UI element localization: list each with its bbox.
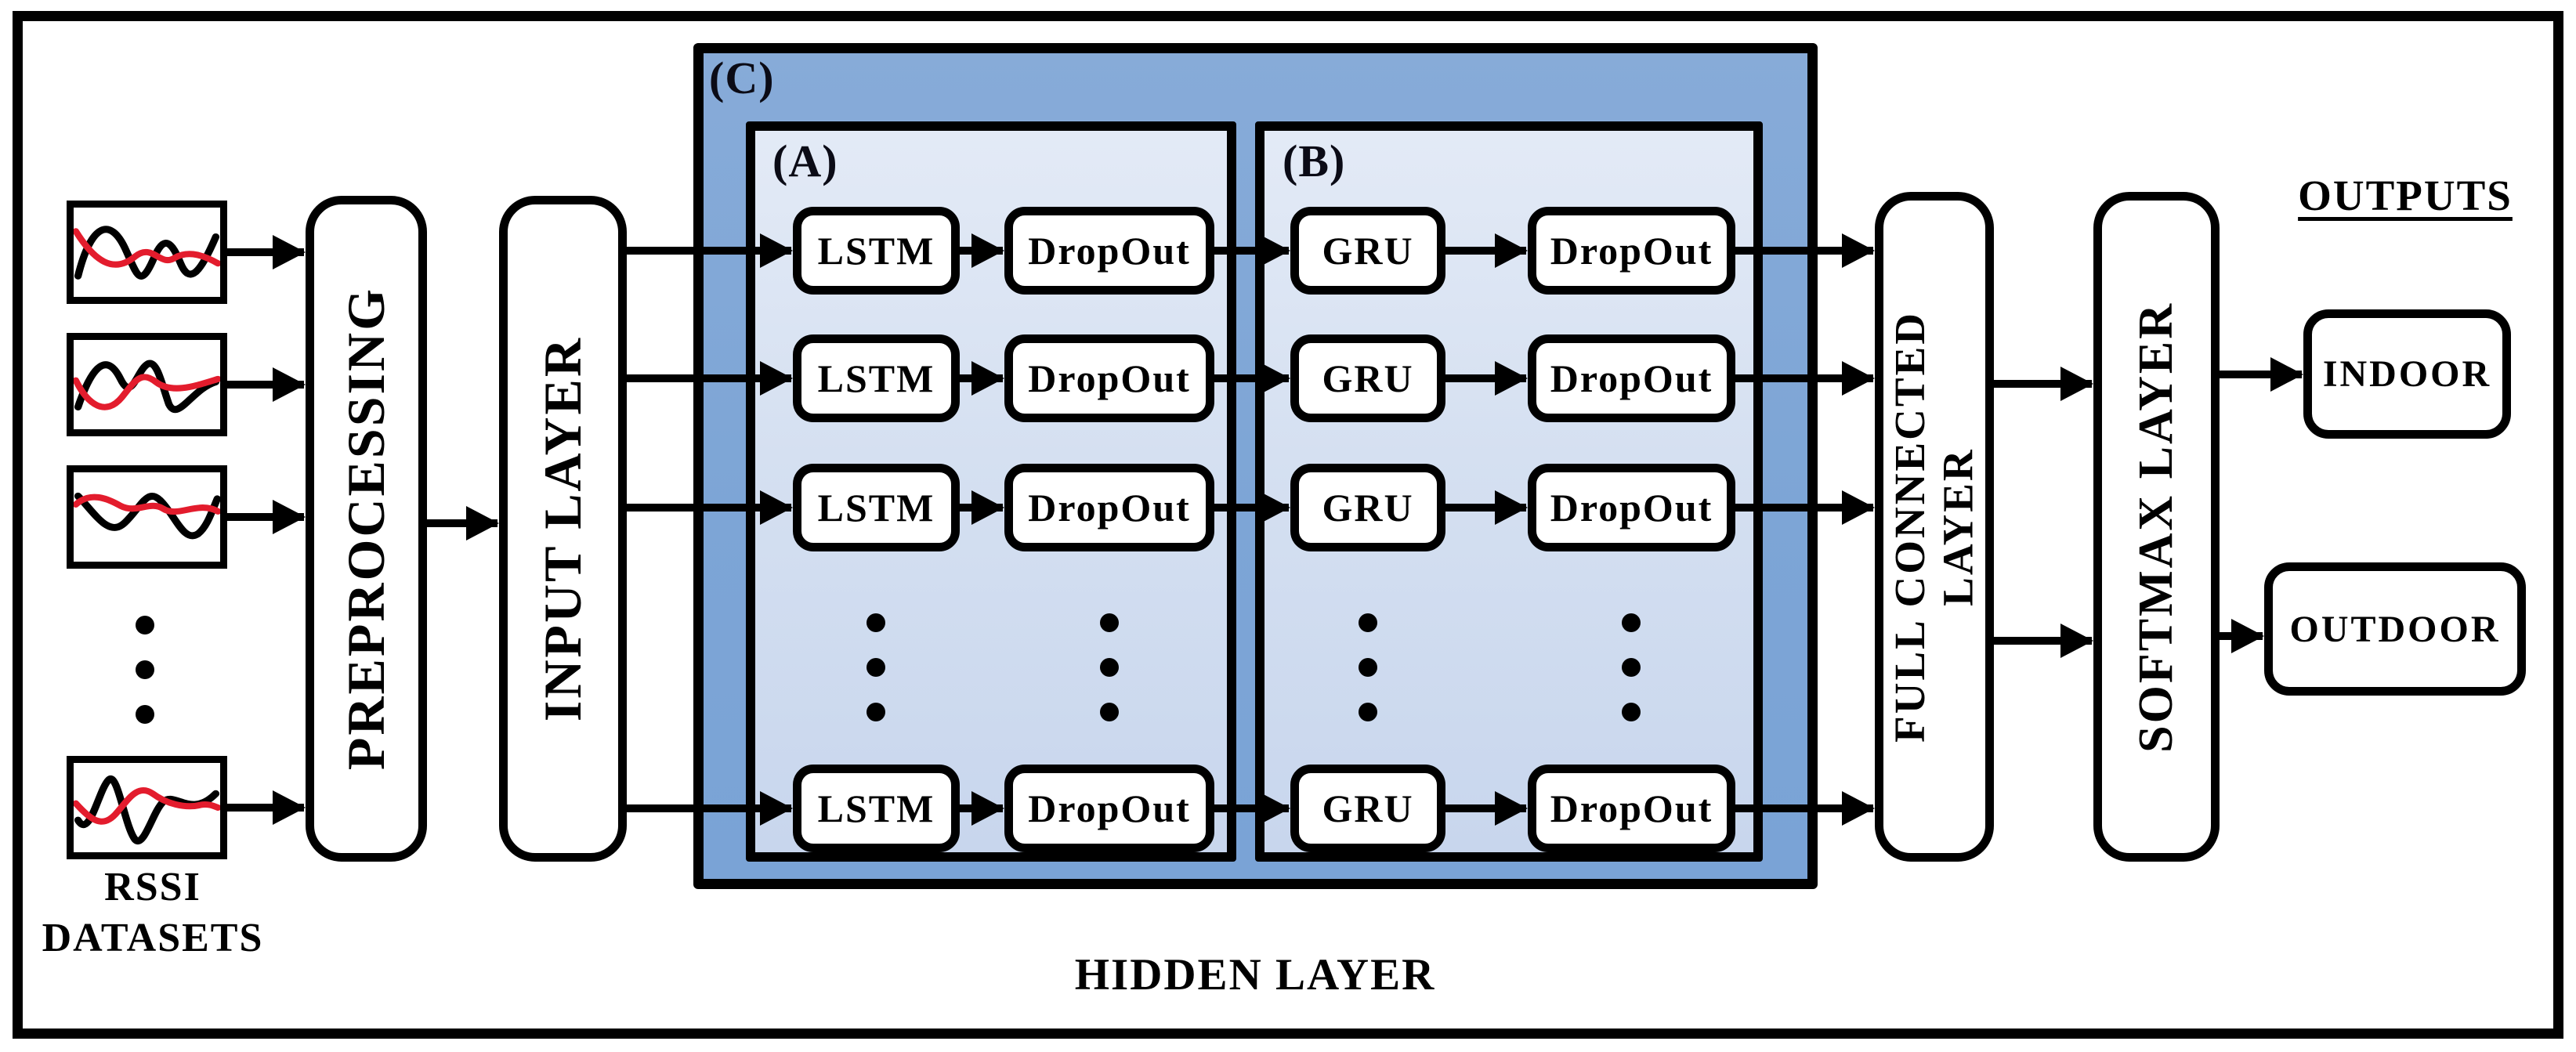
input-layer-box: INPUT LAYER xyxy=(499,196,627,862)
lstm-box: LSTM xyxy=(793,334,960,422)
lstm-label: LSTM xyxy=(817,786,935,830)
waveform-icon xyxy=(74,226,220,280)
outdoor-label: OUTDOOR xyxy=(2289,608,2501,650)
rssi-datasets-caption: RSSI DATASETS xyxy=(12,862,294,963)
preprocessing-label: PREPROCESSING xyxy=(336,287,396,771)
dot xyxy=(1359,703,1377,721)
dropout-label: DropOut xyxy=(1028,486,1191,530)
dot xyxy=(867,703,885,721)
dot xyxy=(1622,658,1641,677)
gru-label: GRU xyxy=(1322,356,1414,400)
dropout-label: DropOut xyxy=(1028,786,1191,830)
outdoor-box: OUTDOOR xyxy=(2264,562,2526,696)
dropout-label: DropOut xyxy=(1028,229,1191,273)
vertical-ellipsis xyxy=(1622,613,1641,721)
dot xyxy=(1622,703,1641,721)
waveform-icon xyxy=(74,775,220,845)
dot xyxy=(1100,658,1119,677)
indoor-box: INDOOR xyxy=(2303,309,2511,439)
dot xyxy=(1622,613,1641,632)
outputs-heading: OUTPUTS xyxy=(2298,172,2513,219)
lstm-label: LSTM xyxy=(817,229,935,273)
gru-box: GRU xyxy=(1290,334,1445,422)
group-b-label: (B) xyxy=(1283,136,1346,186)
full-connected-layer-label: FULL CONNECTED LAYER xyxy=(1886,311,1982,743)
rssi-sample-thumbnail xyxy=(67,333,227,436)
dot xyxy=(136,660,154,679)
lstm-box: LSTM xyxy=(793,464,960,551)
dot xyxy=(867,658,885,677)
group-a-label: (A) xyxy=(772,136,838,186)
outer-frame xyxy=(13,11,2563,1039)
dot xyxy=(136,705,154,724)
rssi-sample-thumbnail xyxy=(67,465,227,569)
vertical-ellipsis xyxy=(1359,613,1377,721)
softmax-layer-box: SOFTMAX LAYER xyxy=(2093,192,2220,862)
dropout-box: DropOut xyxy=(1528,765,1735,852)
hidden-layer-caption: HIDDEN LAYER xyxy=(1074,950,1436,1000)
preprocessing-box: PREPROCESSING xyxy=(306,196,427,862)
gru-label: GRU xyxy=(1322,486,1414,530)
lstm-label: LSTM xyxy=(817,486,935,530)
gru-box: GRU xyxy=(1290,464,1445,551)
dot xyxy=(1100,703,1119,721)
dropout-box: DropOut xyxy=(1528,334,1735,422)
dropout-box: DropOut xyxy=(1528,207,1735,295)
lstm-box: LSTM xyxy=(793,765,960,852)
dot xyxy=(1359,658,1377,677)
gru-box: GRU xyxy=(1290,765,1445,852)
indoor-label: INDOOR xyxy=(2322,353,2492,395)
input-layer-label: INPUT LAYER xyxy=(533,335,592,722)
dropout-label: DropOut xyxy=(1550,486,1713,530)
lstm-box: LSTM xyxy=(793,207,960,295)
gru-label: GRU xyxy=(1322,229,1414,273)
dropout-box: DropOut xyxy=(1528,464,1735,551)
dropout-label: DropOut xyxy=(1550,356,1713,400)
dropout-box: DropOut xyxy=(1004,765,1214,852)
full-connected-line2: LAYER xyxy=(1934,447,1982,606)
vertical-ellipsis xyxy=(136,616,154,724)
rssi-sample-thumbnail xyxy=(67,201,227,304)
dropout-box: DropOut xyxy=(1004,334,1214,422)
dot xyxy=(867,613,885,632)
waveform-icon xyxy=(74,492,220,540)
rssi-caption-line2: DATASETS xyxy=(42,916,264,960)
full-connected-layer-box: FULL CONNECTED LAYER xyxy=(1875,192,1994,862)
vertical-ellipsis xyxy=(1100,613,1119,721)
gru-box: GRU xyxy=(1290,207,1445,295)
dot xyxy=(1100,613,1119,632)
dropout-label: DropOut xyxy=(1028,356,1191,400)
full-connected-line1: FULL CONNECTED xyxy=(1886,311,1934,743)
dropout-label: DropOut xyxy=(1550,786,1713,830)
group-c-label: (C) xyxy=(709,52,775,103)
lstm-label: LSTM xyxy=(817,356,935,400)
dot xyxy=(136,616,154,634)
dot xyxy=(1359,613,1377,632)
gru-label: GRU xyxy=(1322,786,1414,830)
dropout-box: DropOut xyxy=(1004,207,1214,295)
softmax-layer-label: SOFTMAX LAYER xyxy=(2129,301,2183,753)
rssi-sample-thumbnail xyxy=(67,756,227,859)
vertical-ellipsis xyxy=(867,613,885,721)
dropout-label: DropOut xyxy=(1550,229,1713,273)
waveform-icon xyxy=(74,360,220,414)
dropout-box: DropOut xyxy=(1004,464,1214,551)
rssi-caption-line1: RSSI xyxy=(104,865,201,909)
